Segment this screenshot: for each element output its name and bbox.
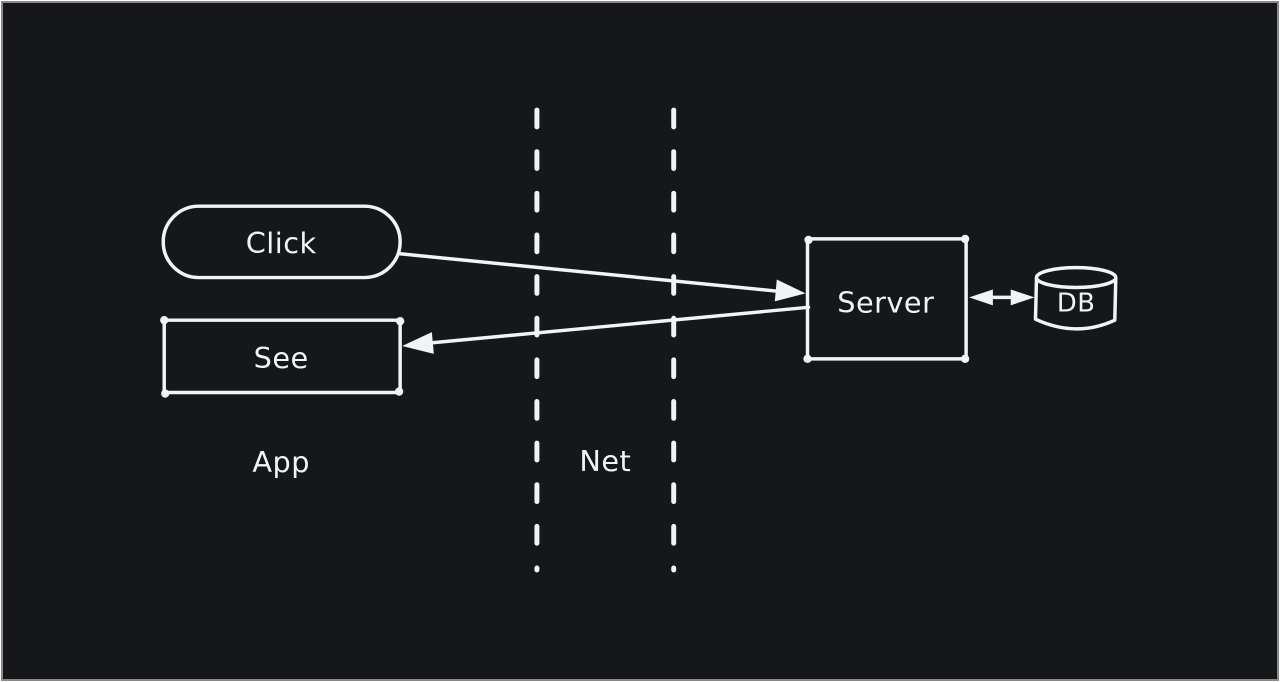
- node-click-label: Click: [246, 226, 317, 260]
- cylinder-body: [1033, 276, 1118, 331]
- arrow-server-to-see[interactable]: [402, 305, 811, 354]
- diagram-svg: Click See Server: [160, 107, 1118, 573]
- corner-dot: [960, 234, 970, 244]
- rectangle-shape: [162, 318, 402, 395]
- node-click[interactable]: Click: [161, 204, 402, 280]
- arrowhead-left-icon: [969, 289, 993, 306]
- zone-label-app[interactable]: App: [252, 445, 310, 479]
- node-db-label: DB: [1057, 288, 1096, 318]
- node-server-label: Server: [837, 285, 934, 319]
- zone-label-net[interactable]: Net: [579, 444, 631, 478]
- corner-dot: [161, 389, 170, 398]
- arrowhead-left-icon: [402, 332, 434, 354]
- pill-shape: [161, 204, 402, 280]
- node-see-label: See: [254, 341, 309, 375]
- arrow-server-db-two-way[interactable]: [969, 289, 1035, 306]
- arrow-shaft: [398, 252, 782, 294]
- corner-dot: [394, 387, 404, 396]
- rectangle-shape: [805, 237, 968, 361]
- arrow-click-to-server[interactable]: [398, 252, 806, 302]
- corner-dot: [395, 317, 405, 326]
- arrowhead-right-icon: [1010, 289, 1035, 306]
- arrowhead-right-icon: [774, 279, 806, 302]
- node-see[interactable]: See: [160, 316, 405, 398]
- corner-dot: [803, 354, 812, 364]
- node-server[interactable]: Server: [803, 234, 970, 364]
- node-db[interactable]: DB: [1033, 265, 1118, 331]
- corner-dot: [160, 316, 169, 325]
- corner-dot: [804, 235, 813, 245]
- cylinder-top: [1034, 265, 1118, 290]
- arrow-shaft: [428, 305, 811, 345]
- corner-dot: [960, 354, 970, 364]
